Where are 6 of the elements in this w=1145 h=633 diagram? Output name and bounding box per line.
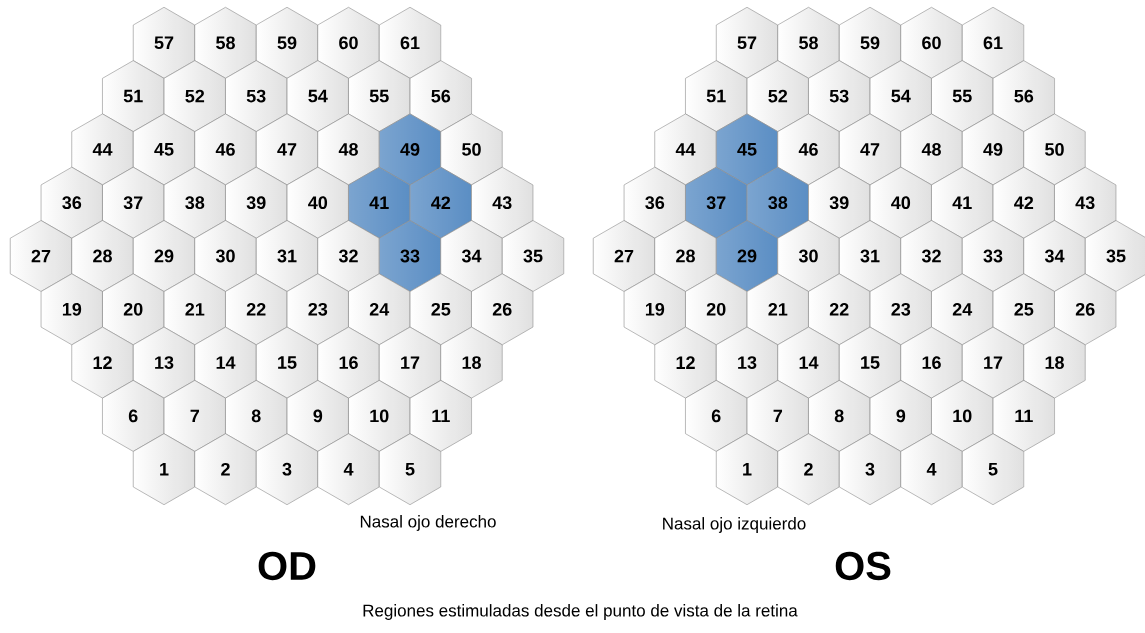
eye-label: OD — [258, 551, 316, 581]
eye-label: OS — [835, 551, 891, 581]
hexagon-cell: 35 — [1084, 220, 1145, 292]
nasal-label: Nasal ojo derecho — [360, 515, 496, 531]
nasal-label: Nasal ojo izquierdo — [663, 517, 806, 533]
caption: Regiones estimuladas desde el punto de vista de la retina — [363, 604, 798, 620]
